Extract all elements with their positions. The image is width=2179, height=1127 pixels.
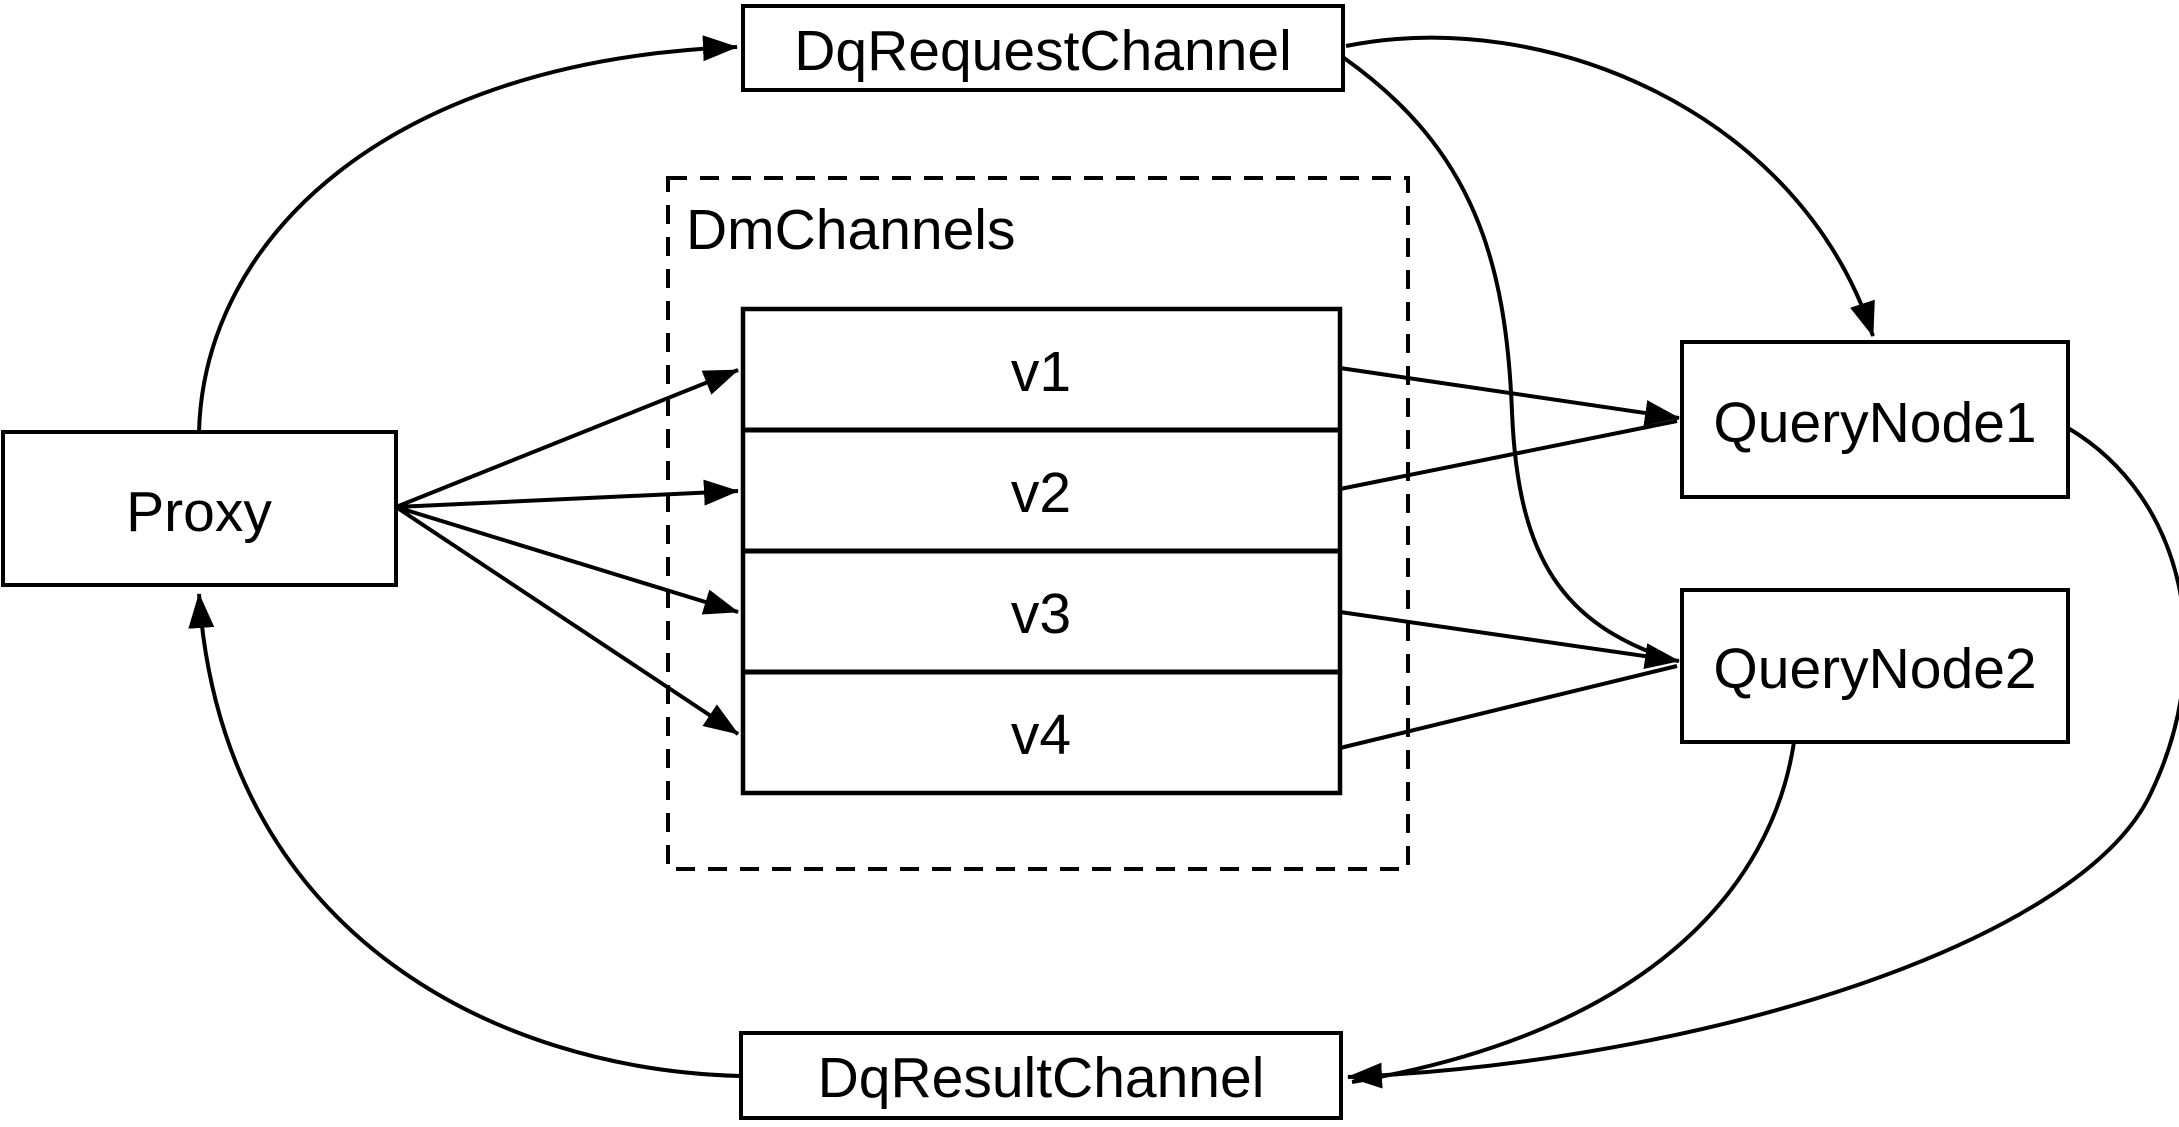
edge-dqresultchannel-to-proxy [188, 593, 742, 1078]
dmchannels-label: DmChannels [686, 198, 1015, 262]
dqresultchannel-box [739, 1031, 1343, 1120]
edge-proxy-to-v3 [395, 505, 739, 615]
edge-querynode1-to-dqresultchannel [1347, 426, 2179, 1089]
edge-proxy-to-dqrequestchannel [197, 35, 738, 433]
proxy-label: Proxy [126, 480, 272, 544]
dmchannels-dashed-border [666, 176, 1410, 871]
edge-v2-to-querynode1 [1339, 419, 1678, 491]
edge-v1-to-querynode1 [1339, 366, 1680, 426]
edge-proxy-to-v1 [395, 368, 739, 509]
dqresultchannel-label: DqResultChannel [818, 1046, 1265, 1110]
node-querynode1: QueryNode1 [1680, 340, 2070, 499]
node-querynode2: QueryNode2 [1680, 588, 2070, 744]
node-proxy: Proxy [1, 430, 398, 587]
dqrequestchannel-box [741, 4, 1345, 92]
querynode2-label: QueryNode2 [1713, 637, 2036, 701]
node-dqresultchannel: DqResultChannel [739, 1031, 1343, 1120]
edge-dqrequestchannel-to-querynode2 [1342, 56, 1673, 662]
channel-row-v3: v3 [1011, 582, 1071, 646]
querynode1-label: QueryNode1 [1713, 391, 2036, 455]
querynode1-box [1680, 340, 2070, 499]
edge-layer [188, 35, 2179, 1089]
dqrequestchannel-label: DqRequestChannel [794, 19, 1292, 83]
edge-querynode2-to-dqresultchannel [1351, 741, 1796, 1084]
edge-dqrequestchannel-to-querynode1 [1345, 35, 1875, 337]
proxy-box [1, 430, 398, 587]
node-dqrequestchannel: DqRequestChannel [741, 4, 1345, 92]
edge-proxy-to-v4 [394, 505, 740, 736]
edge-v3-to-querynode2 [1339, 610, 1680, 670]
channel-row-v4: v4 [1011, 703, 1071, 767]
dmchannels-group: DmChannels v1 v2 v3 v4 [666, 176, 1410, 871]
channel-row-v1: v1 [1011, 340, 1071, 404]
edge-v4-to-querynode2 [1339, 664, 1678, 750]
edge-proxy-to-v2 [395, 479, 739, 509]
querynode2-box [1680, 588, 2070, 744]
channel-row-v2: v2 [1011, 461, 1071, 525]
